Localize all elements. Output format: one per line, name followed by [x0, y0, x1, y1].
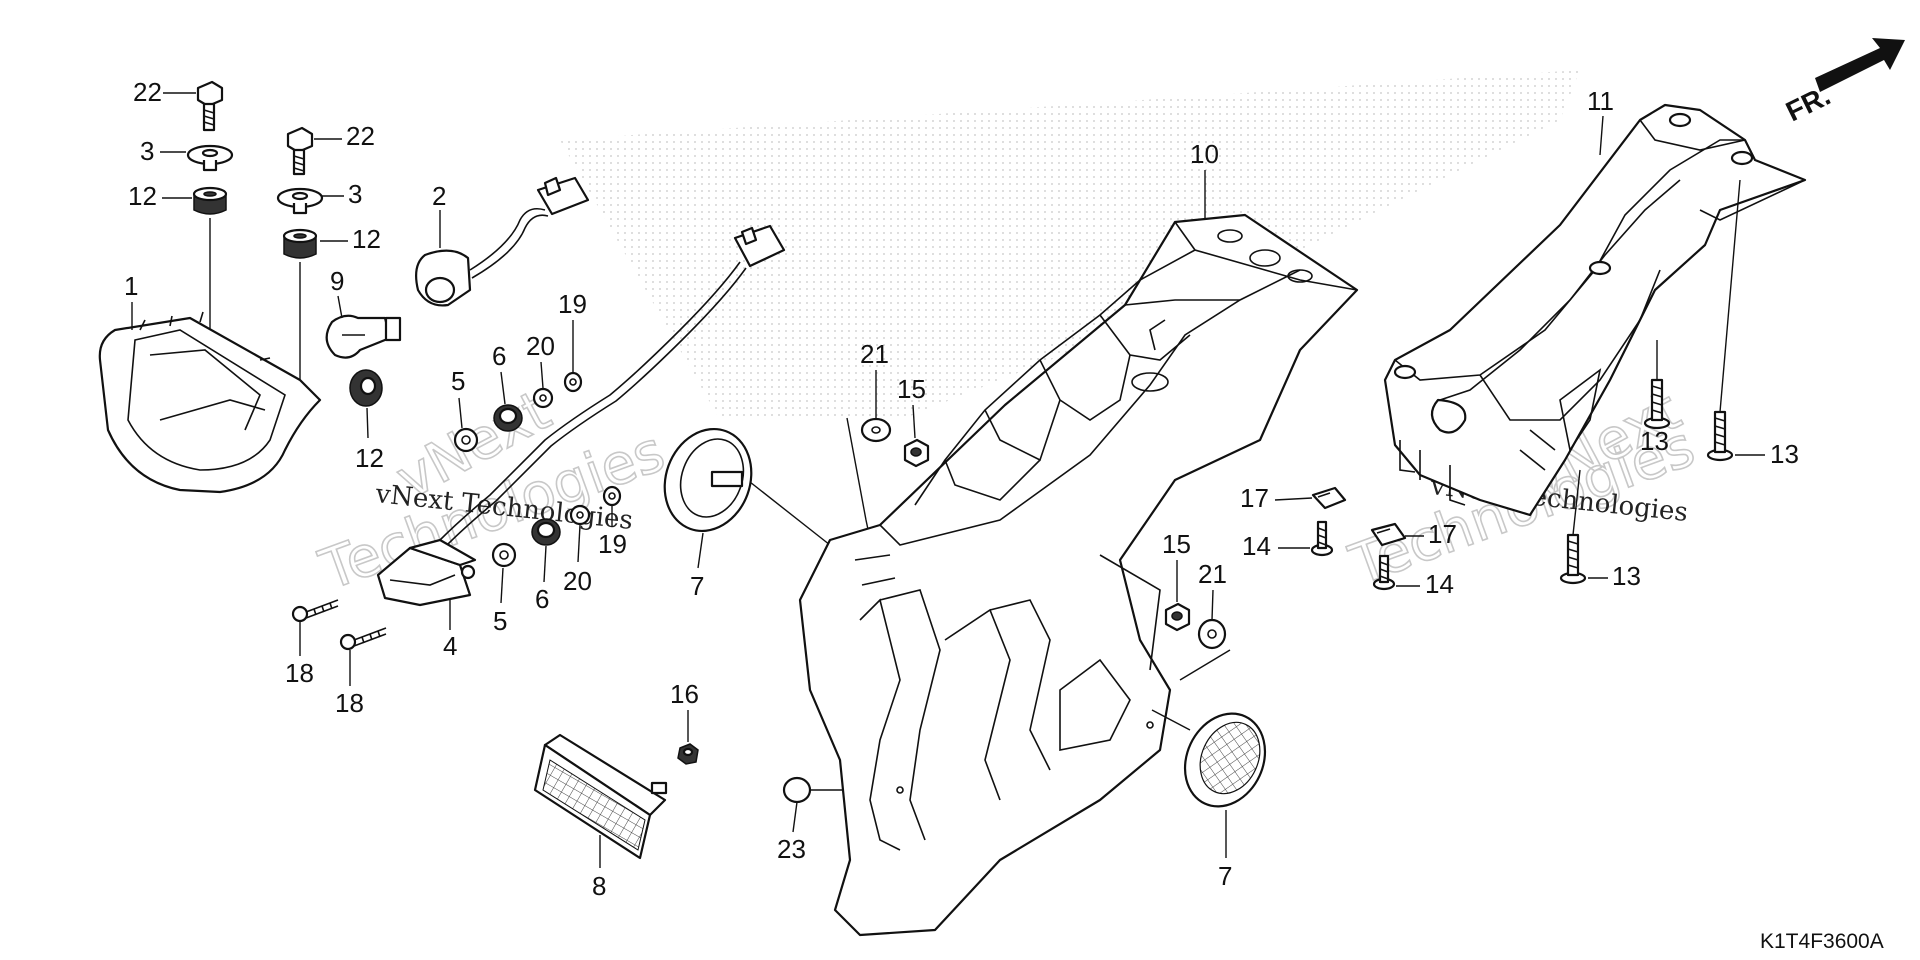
taillight-assembly	[98, 311, 322, 494]
callout-22-right: 22	[346, 121, 375, 151]
callout-17-left: 17	[1240, 483, 1269, 513]
grommet-12-middle	[282, 228, 318, 259]
leader-21-lower	[1179, 649, 1231, 681]
callout-21-lower: 21	[1198, 559, 1227, 589]
bolt-13-upper-left	[1643, 340, 1671, 430]
callout-5-lower: 5	[493, 606, 507, 636]
callout-7-left: 7	[690, 571, 704, 601]
clip-17-right	[1370, 522, 1407, 547]
callout-6-lower: 6	[535, 584, 549, 614]
grommet-12-bottom	[349, 369, 383, 407]
callout-20-lower: 20	[563, 566, 592, 596]
callout-4: 4	[443, 631, 457, 661]
bolt-13-lower	[1559, 469, 1587, 585]
grommet-7-left	[663, 427, 831, 546]
grommet-6-upper	[493, 404, 523, 432]
nut-15-upper	[903, 438, 930, 468]
callout-5-upper: 5	[451, 366, 465, 396]
license-light-4	[376, 538, 477, 607]
drawing-code: K1T4F3600A	[1760, 930, 1884, 953]
washer-20-lower	[569, 504, 591, 526]
callout-12-bottom: 12	[355, 443, 384, 473]
callout-2: 2	[432, 181, 446, 211]
bolt-22-right	[286, 126, 314, 176]
bolt-22-left	[196, 80, 224, 132]
inner-fender-11	[1383, 103, 1807, 517]
callout-13-lower: 13	[1612, 561, 1641, 591]
callout-14-left: 14	[1242, 531, 1271, 561]
callout-12-top: 12	[128, 181, 157, 211]
nut-19-lower	[602, 485, 622, 507]
washer-20-upper	[532, 387, 554, 409]
callout-18-upper: 18	[285, 658, 314, 688]
washer-21-upper	[860, 417, 892, 443]
socket-cord-2	[415, 176, 590, 307]
callout-8: 8	[592, 871, 606, 901]
callout-3-left: 3	[140, 136, 154, 166]
callout-20-upper: 20	[526, 331, 555, 361]
background-dot-field	[560, 70, 1580, 420]
callout-18-lower: 18	[335, 688, 364, 718]
collar-5-lower	[491, 542, 517, 568]
bulb-9	[325, 314, 402, 359]
callout-13-upper-left: 13	[1640, 426, 1669, 456]
nut-19-upper	[563, 371, 583, 393]
screw-18-lower	[339, 627, 387, 651]
callout-11: 11	[1587, 86, 1614, 116]
callout-17-right: 17	[1428, 519, 1457, 549]
license-light-harness	[439, 224, 786, 547]
callout-12-middle: 12	[352, 224, 381, 254]
grommet-7-right	[1151, 709, 1267, 808]
callout-16: 16	[670, 679, 699, 709]
reflector-8	[533, 733, 668, 860]
callout-19-lower: 19	[598, 529, 627, 559]
callout-3-right: 3	[348, 179, 362, 209]
callout-15-lower: 15	[1162, 529, 1191, 559]
nut-15-lower	[1164, 602, 1191, 632]
callout-9: 9	[330, 266, 344, 296]
callout-15-upper: 15	[897, 374, 926, 404]
callout-1: 1	[124, 271, 138, 301]
front-direction-arrow: FR.	[1781, 38, 1905, 127]
callout-21-upper: 21	[860, 339, 889, 369]
callout-19-upper: 19	[558, 289, 587, 319]
nut-16	[677, 743, 699, 765]
callout-6-upper: 6	[492, 341, 506, 371]
washer-3-left	[186, 144, 234, 172]
grommet-12-top-left	[192, 186, 228, 215]
callout-14-right: 14	[1425, 569, 1454, 599]
callout-labels: 1 2 3 3 4 5 5 6 6 7 7 8 9 10 11 12 12 12	[124, 77, 1799, 901]
callout-10: 10	[1190, 139, 1219, 169]
screw-14-right	[1372, 554, 1396, 591]
screw-14-left	[1310, 520, 1334, 557]
clip-17-left	[1311, 486, 1347, 510]
grommet-6-lower	[531, 518, 561, 546]
callout-7-right: 7	[1218, 861, 1232, 891]
rear-fender-10	[798, 213, 1359, 937]
callout-22-left: 22	[133, 77, 162, 107]
callout-13-upper-right: 13	[1770, 439, 1799, 469]
callout-23: 23	[777, 834, 806, 864]
screw-18-upper	[291, 599, 339, 623]
bolt-13-upper-right	[1706, 179, 1741, 462]
washer-21-lower	[1197, 618, 1227, 650]
washer-3-right	[276, 187, 324, 215]
collar-5-upper	[453, 427, 479, 453]
